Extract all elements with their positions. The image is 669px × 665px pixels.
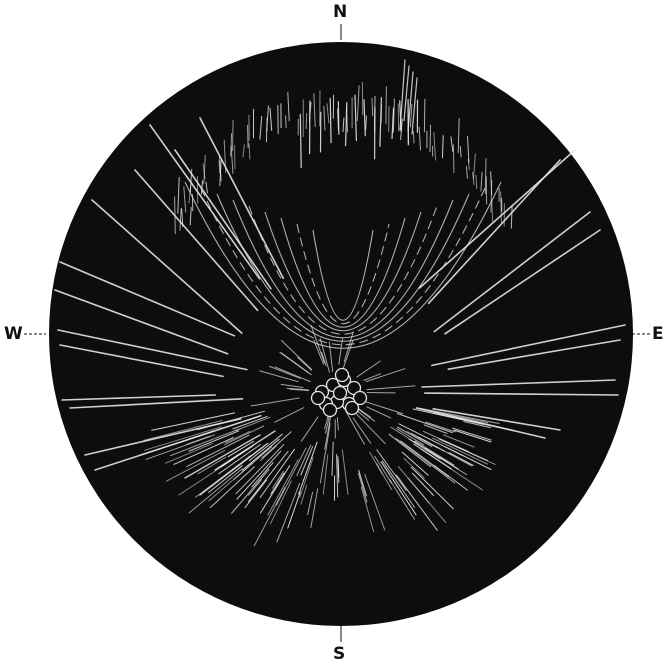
polar-plume xyxy=(501,192,502,222)
polar-plume xyxy=(476,175,477,188)
polar-plume xyxy=(175,197,176,234)
polar-plume xyxy=(248,125,249,147)
polar-plume xyxy=(306,114,307,129)
cluster-loop xyxy=(346,402,359,415)
cluster-loop xyxy=(336,369,349,382)
polar-plume xyxy=(443,136,444,158)
west-label: W xyxy=(4,326,23,343)
polar-plume xyxy=(286,116,287,128)
polar-plume xyxy=(424,99,425,132)
polar-plume xyxy=(219,161,220,173)
dark-sky-disk xyxy=(49,42,633,626)
polar-plume xyxy=(430,125,431,151)
south-label: S xyxy=(333,646,345,663)
polar-plume xyxy=(233,121,234,151)
polar-plume xyxy=(372,98,373,116)
cluster-loop xyxy=(334,387,347,400)
polar-plume xyxy=(413,131,414,143)
polar-plume xyxy=(386,87,387,124)
polar-plume xyxy=(398,104,399,131)
cluster-loop xyxy=(324,404,337,417)
polar-plume xyxy=(453,145,454,173)
east-label: E xyxy=(652,326,664,343)
north-label: N xyxy=(333,4,347,21)
cluster-loop xyxy=(312,392,325,405)
